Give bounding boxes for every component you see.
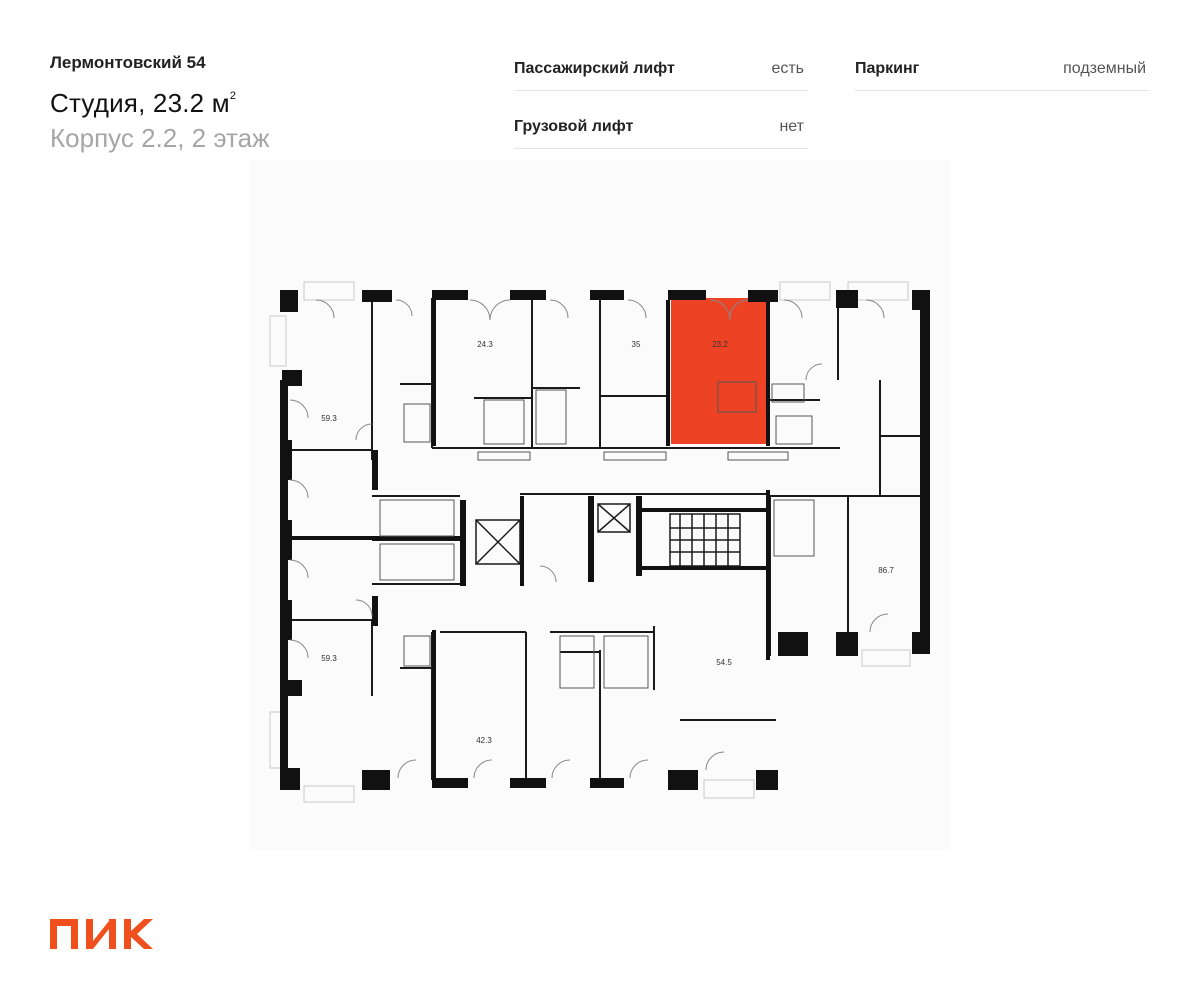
spec-value: подземный [1063, 60, 1146, 77]
title-text: Студия, 23.2 м [50, 88, 230, 118]
structural-walls [280, 290, 930, 790]
elevators-stairs [475, 503, 741, 567]
area-label: 42.3 [476, 736, 492, 745]
spec-parking: Паркинг подземный [855, 50, 1150, 91]
spec-value: нет [779, 118, 804, 135]
spec-value: есть [771, 60, 804, 77]
spec-label: Грузовой лифт [514, 118, 634, 135]
door-swings [289, 299, 889, 779]
spec-passenger-lift: Пассажирский лифт есть [514, 50, 808, 91]
area-label-selected: 23.2 [712, 340, 728, 349]
page-title: Студия, 23.2 м2 [50, 88, 236, 119]
fixtures [379, 381, 815, 689]
area-label: 35 [632, 340, 641, 349]
area-label: 59.3 [321, 414, 337, 423]
area-label: 24.3 [477, 340, 493, 349]
spec-cargo-lift: Грузовой лифт нет [514, 108, 808, 149]
title-unit-sup: 2 [229, 90, 237, 103]
area-label: 86.7 [878, 566, 894, 575]
pik-logo [50, 919, 153, 949]
building-floor-subtitle: Корпус 2.2, 2 этаж [50, 123, 270, 153]
area-label: 54.5 [716, 658, 732, 667]
area-label: 59.3 [321, 654, 337, 663]
selected-apartment[interactable] [671, 298, 767, 444]
spec-label: Паркинг [855, 60, 920, 77]
project-name: Лермонтовский 54 [50, 53, 206, 72]
spec-label: Пассажирский лифт [514, 60, 675, 77]
